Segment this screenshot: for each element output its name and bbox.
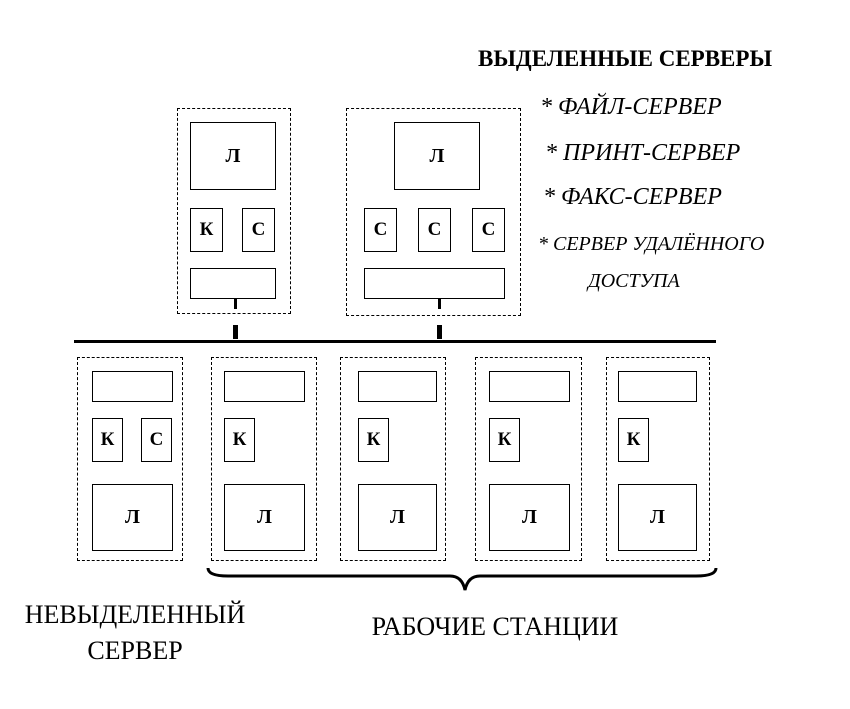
nd-network-card xyxy=(92,371,173,402)
dedicated-server-1 xyxy=(177,108,291,314)
legend-item-fax-server: * ФАКС-СЕРВЕР xyxy=(543,184,722,210)
nondedicated-server xyxy=(77,357,183,561)
workstations-brace xyxy=(206,567,718,591)
dedicated-server-2 xyxy=(346,108,521,316)
server1-link xyxy=(234,299,237,309)
legend-item-print-server: * ПРИНТ-СЕРВЕР xyxy=(545,140,741,166)
ws4-box-l: Л xyxy=(618,484,697,551)
nd-box-k: К xyxy=(92,418,123,462)
workstation-1 xyxy=(211,357,317,561)
server1-connector xyxy=(233,325,238,339)
workstations-caption: РАБОЧИЕ СТАНЦИИ xyxy=(371,612,619,641)
ws3-network-card xyxy=(489,371,570,402)
server1-network-card xyxy=(190,268,276,299)
workstation-3 xyxy=(475,357,582,561)
ws1-box-k: К xyxy=(224,418,255,462)
legend-item-remote-access-line2: ДОСТУПА xyxy=(588,270,680,292)
ws4-network-card xyxy=(618,371,697,402)
legend-item-remote-access-line1: * СЕРВЕР УДАЛЁННОГО xyxy=(538,233,765,255)
ws1-box-l: Л xyxy=(224,484,305,551)
server2-box-s3: С xyxy=(472,208,505,252)
server2-connector xyxy=(437,325,442,339)
workstation-4 xyxy=(606,357,710,561)
ws2-network-card xyxy=(358,371,437,402)
ws4-box-k: К xyxy=(618,418,649,462)
ws2-box-k: К xyxy=(358,418,389,462)
server2-box-s1: С xyxy=(364,208,397,252)
server2-network-card xyxy=(364,268,505,299)
nd-box-s: С xyxy=(141,418,172,462)
legend-item-file-server: * ФАЙЛ-СЕРВЕР xyxy=(540,94,722,120)
server1-box-k: К xyxy=(190,208,223,252)
nondedicated-caption-line2: СЕРВЕР xyxy=(87,636,183,665)
ws2-box-l: Л xyxy=(358,484,437,551)
nondedicated-caption-line1: НЕВЫДЕЛЕННЫЙ xyxy=(24,600,246,629)
legend-title: ВЫДЕЛЕННЫЕ СЕРВЕРЫ xyxy=(478,46,773,71)
server2-box-s2: С xyxy=(418,208,451,252)
ws3-box-k: К xyxy=(489,418,520,462)
nd-box-l: Л xyxy=(92,484,173,551)
workstation-2 xyxy=(340,357,446,561)
server2-box-l: Л xyxy=(394,122,480,190)
ws3-box-l: Л xyxy=(489,484,570,551)
ws1-network-card xyxy=(224,371,305,402)
server2-link xyxy=(438,299,441,309)
server1-box-s: С xyxy=(242,208,275,252)
server1-box-l: Л xyxy=(190,122,276,190)
network-bus xyxy=(74,340,716,343)
